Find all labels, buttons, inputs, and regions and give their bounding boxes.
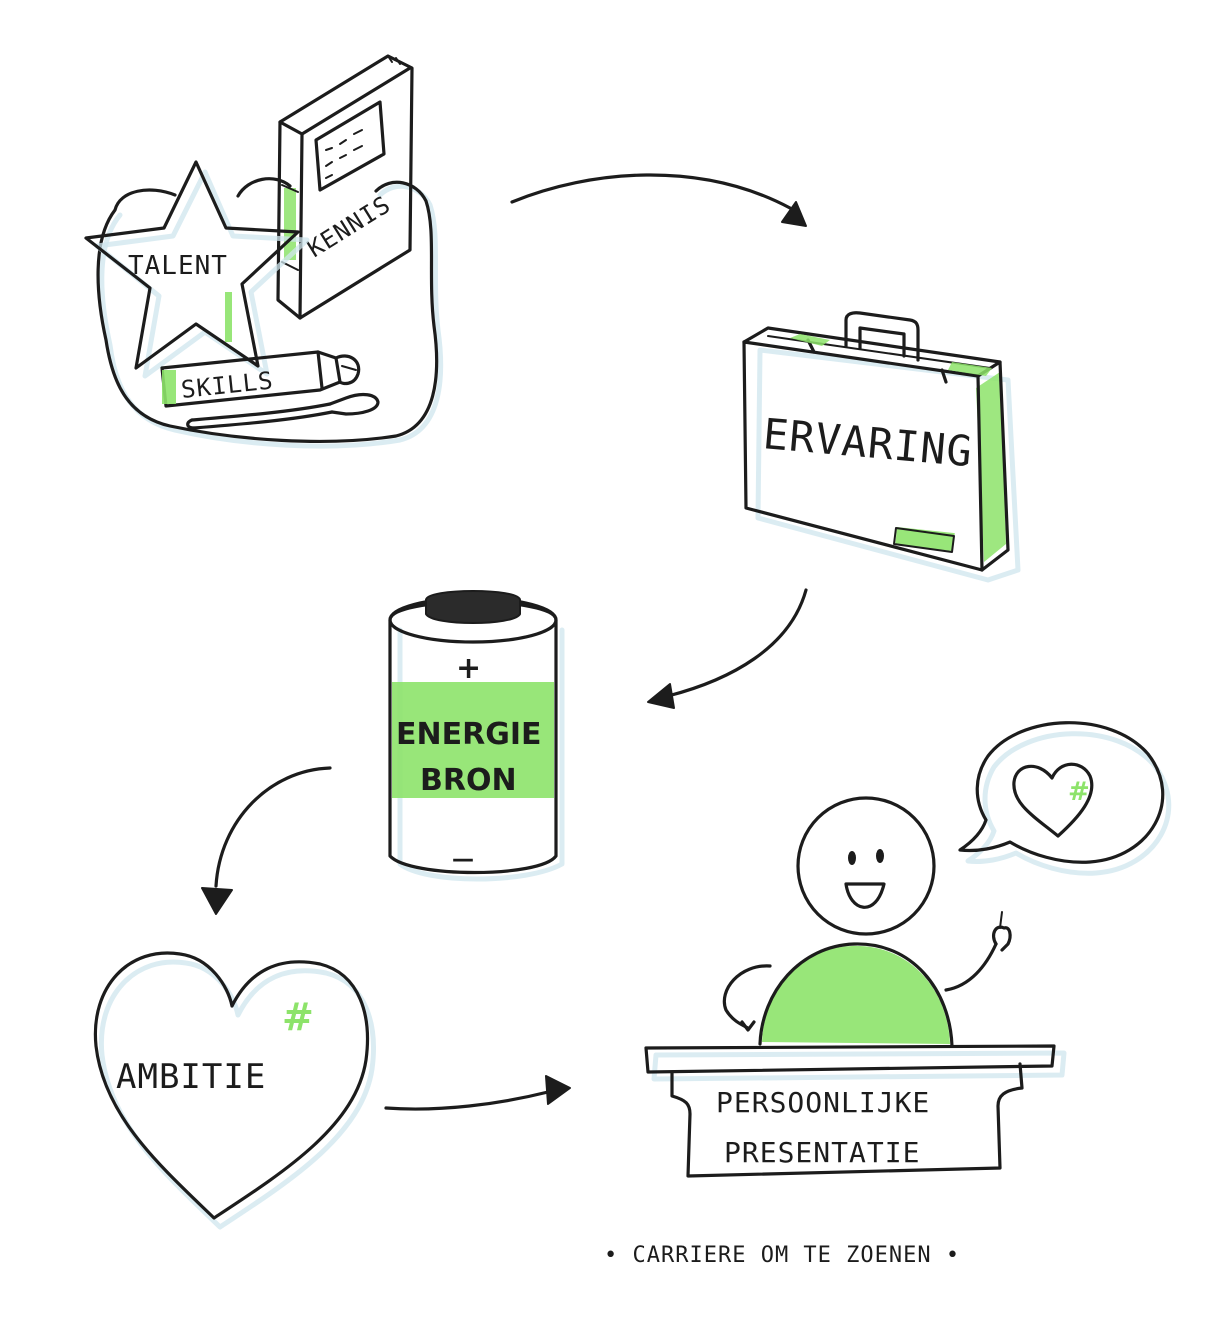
arrow-1 bbox=[510, 173, 807, 227]
ambitie-label: AMBITIE bbox=[116, 1057, 266, 1097]
cloud-outline bbox=[96, 177, 439, 443]
desk-icon bbox=[644, 1044, 1067, 1178]
paintbrush-icon bbox=[186, 392, 380, 430]
presentatie-line2: PRESENTATIE bbox=[724, 1136, 920, 1169]
presentatie-line1: PERSOONLIJKE bbox=[716, 1086, 930, 1119]
star-icon bbox=[84, 160, 310, 379]
battery-icon bbox=[388, 590, 565, 882]
kennis-label: KENNIS bbox=[302, 190, 395, 263]
pencil-icon bbox=[160, 350, 361, 408]
heart-icon bbox=[93, 951, 376, 1230]
talent-cluster: KENNIS TALENT SKILLS bbox=[84, 54, 444, 449]
ambitie-mark: # bbox=[282, 995, 314, 1039]
energie-label: ENERGIE bbox=[396, 717, 541, 752]
speech-bubble-icon bbox=[958, 721, 1172, 876]
skills-label: SKILLS bbox=[180, 366, 275, 404]
person-icon bbox=[722, 796, 1012, 1048]
battery-minus: — bbox=[452, 847, 474, 872]
heart-mark: # bbox=[1068, 777, 1090, 807]
arrow-2 bbox=[647, 588, 808, 709]
briefcase-icon bbox=[742, 311, 1021, 583]
arrow-4 bbox=[384, 1075, 571, 1111]
ervaring-label: ERVARING bbox=[761, 409, 975, 476]
battery-plus: + bbox=[456, 651, 481, 686]
footer-tagline: • CARRIERE OM TE ZOENEN • bbox=[604, 1243, 960, 1268]
bron-label: BRON bbox=[420, 763, 517, 798]
talent-label: TALENT bbox=[128, 251, 228, 281]
arrow-3 bbox=[201, 766, 332, 915]
